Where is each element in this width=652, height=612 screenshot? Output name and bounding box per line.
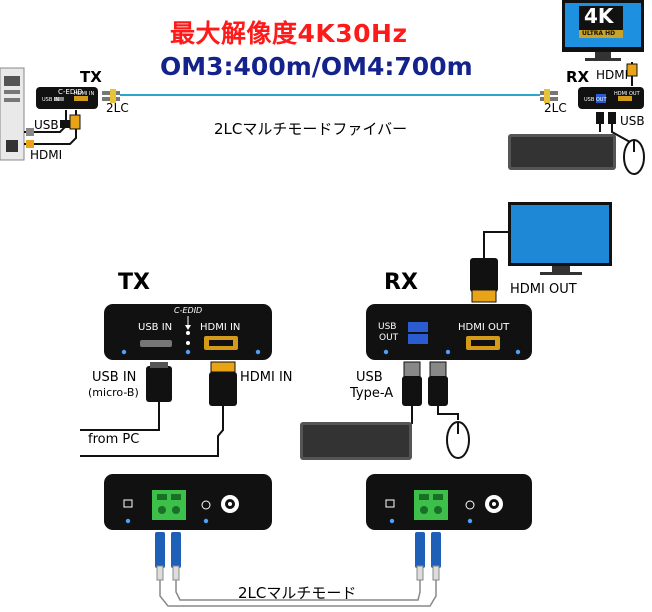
top-rx-usb-label: USB xyxy=(620,114,645,128)
rx-rear-device xyxy=(366,474,532,530)
top-lc-connector-left xyxy=(102,89,120,103)
top-fiber-label: 2LCマルチモードファイバー xyxy=(214,120,408,138)
tx-usb-cable-sublabel: (micro-B) xyxy=(88,386,139,399)
tx-hdmi-cable xyxy=(80,361,237,457)
top-rx-label: RX xyxy=(566,68,590,86)
rx-mouse-icon xyxy=(446,421,470,459)
top-tx-cedid-label: C-EDID xyxy=(58,88,83,96)
top-rx-usb-out-label: USB OUT xyxy=(584,97,607,103)
bottom-fiber-label: 2LCマルチモード xyxy=(238,584,357,602)
top-tx-label: TX xyxy=(80,68,102,86)
rx-usb-cable-label-2: Type-A xyxy=(350,386,394,401)
rx-lc-connectors xyxy=(415,532,441,581)
title-resolution: 最大解像度4K30Hz xyxy=(170,19,408,48)
top-rx-hdmi-out-label: HDMI OUT xyxy=(614,91,640,97)
tx-rear-device xyxy=(104,474,272,530)
tx-usb-cable xyxy=(80,362,172,431)
rx-usb-out-port-label-2: OUT xyxy=(379,333,399,343)
rx-usb-cables xyxy=(402,361,459,424)
title-distance: OM3:400m/OM4:700m xyxy=(160,52,473,81)
top-connector-left-label: 2LC xyxy=(106,101,129,115)
tx-lc-connectors xyxy=(155,532,181,581)
rx-hdmi-out-label: HDMI OUT xyxy=(510,282,577,297)
top-mouse-icon xyxy=(623,139,645,175)
bottom-fiber-cable-2 xyxy=(175,580,421,601)
rx-keyboard-icon xyxy=(300,422,412,460)
rx-title: RX xyxy=(384,270,418,295)
top-rx-hdmi-label: HDMI xyxy=(596,68,629,82)
tx-usb-cable-label: USB IN xyxy=(92,370,137,385)
tx-front-device xyxy=(104,304,272,360)
rx-monitor-icon xyxy=(508,202,612,275)
rx-hdmi-out-port-label: HDMI OUT xyxy=(458,322,510,333)
bottom-fiber-cable-1 xyxy=(159,580,437,607)
tx-hdmi-cable-label: HDMI IN xyxy=(240,370,293,385)
tx-usb-in-port-label: USB IN xyxy=(138,322,173,333)
tx-cedid-label: C-EDID xyxy=(174,306,203,315)
top-connector-right-label: 2LC xyxy=(544,101,567,115)
top-tx-cables xyxy=(24,110,81,148)
top-tx-hdmi-label: HDMI xyxy=(30,148,63,162)
top-monitor-icon xyxy=(562,0,644,61)
top-tx-hdmi-in-label: HDMI IN xyxy=(74,91,95,97)
top-rx-cables xyxy=(596,62,638,143)
top-tx-device xyxy=(36,87,98,109)
top-tx-usb-label: USB xyxy=(34,118,59,132)
top-monitor-4k-badge: 4K xyxy=(584,4,614,28)
rx-front-device xyxy=(366,304,532,360)
pc-tower-icon xyxy=(0,67,25,161)
top-monitor-uhd-badge: ULTRA HD xyxy=(582,30,616,37)
top-keyboard-icon xyxy=(508,134,616,170)
top-lc-connector-right xyxy=(540,89,558,103)
rx-usb-cable-label-1: USB xyxy=(356,370,383,385)
top-tx-usb-in-label: USB IN xyxy=(42,97,60,103)
rx-hdmi-out-cable xyxy=(470,231,508,303)
tx-title: TX xyxy=(118,270,150,295)
rx-usb-out-port-label-1: USB xyxy=(378,322,397,332)
tx-hdmi-in-port-label: HDMI IN xyxy=(200,322,241,333)
tx-source-label: from PC xyxy=(88,432,140,447)
top-rx-device xyxy=(578,87,644,109)
